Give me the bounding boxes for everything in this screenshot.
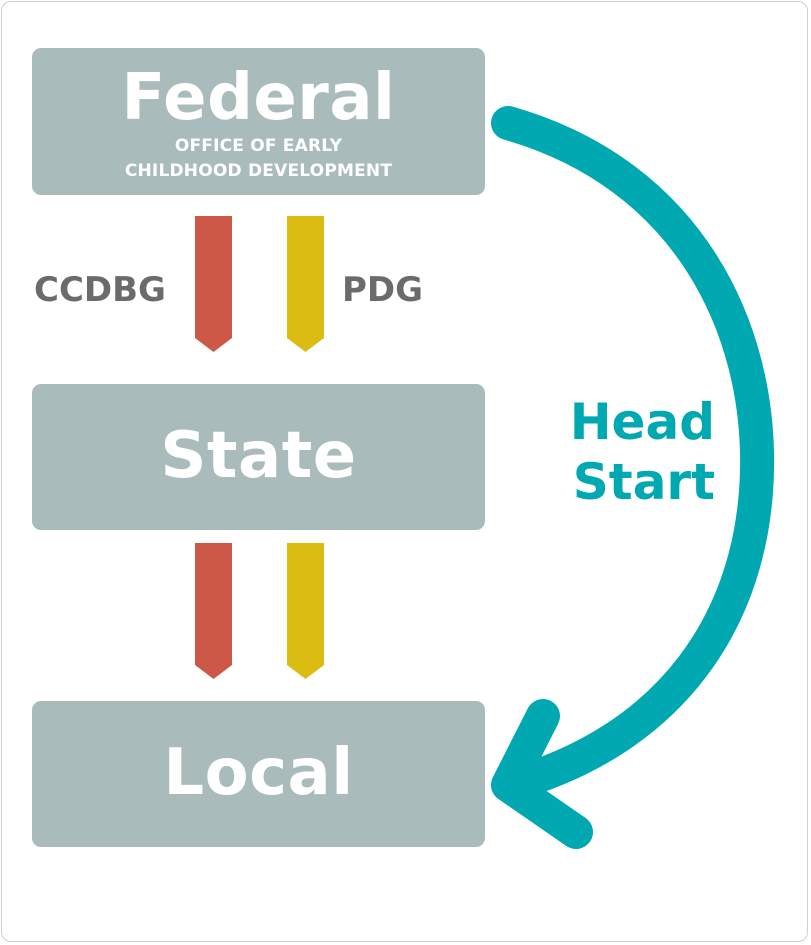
head-start-line1: Head <box>569 393 715 451</box>
head-start-line2: Start <box>572 453 715 511</box>
ccdbg-arrow-federal-to-state <box>195 216 232 352</box>
federal-sublabel: OFFICE OF EARLY CHILDHOOD DEVELOPMENT <box>32 134 485 184</box>
head-start-arrowhead <box>491 699 593 849</box>
ccdbg-label: CCDBG <box>34 270 166 310</box>
pdg-arrow-state-to-local <box>287 543 324 679</box>
pdg-arrow-federal-to-state <box>287 216 324 352</box>
local-label: Local <box>163 736 354 810</box>
ccdbg-arrow-state-to-local <box>195 543 232 679</box>
head-start-label: Head Start <box>530 392 715 512</box>
federal-box: Federal OFFICE OF EARLY CHILDHOOD DEVELO… <box>32 48 485 195</box>
local-box: Local <box>32 701 485 847</box>
state-label: State <box>160 419 357 493</box>
federal-sublabel-line1: OFFICE OF EARLY <box>174 136 343 156</box>
pdg-label: PDG <box>342 270 424 310</box>
head-start-curve-arrow <box>491 106 775 802</box>
federal-sublabel-line2: CHILDHOOD DEVELOPMENT <box>124 161 393 181</box>
state-box: State <box>32 384 485 530</box>
federal-label: Federal <box>121 61 396 135</box>
